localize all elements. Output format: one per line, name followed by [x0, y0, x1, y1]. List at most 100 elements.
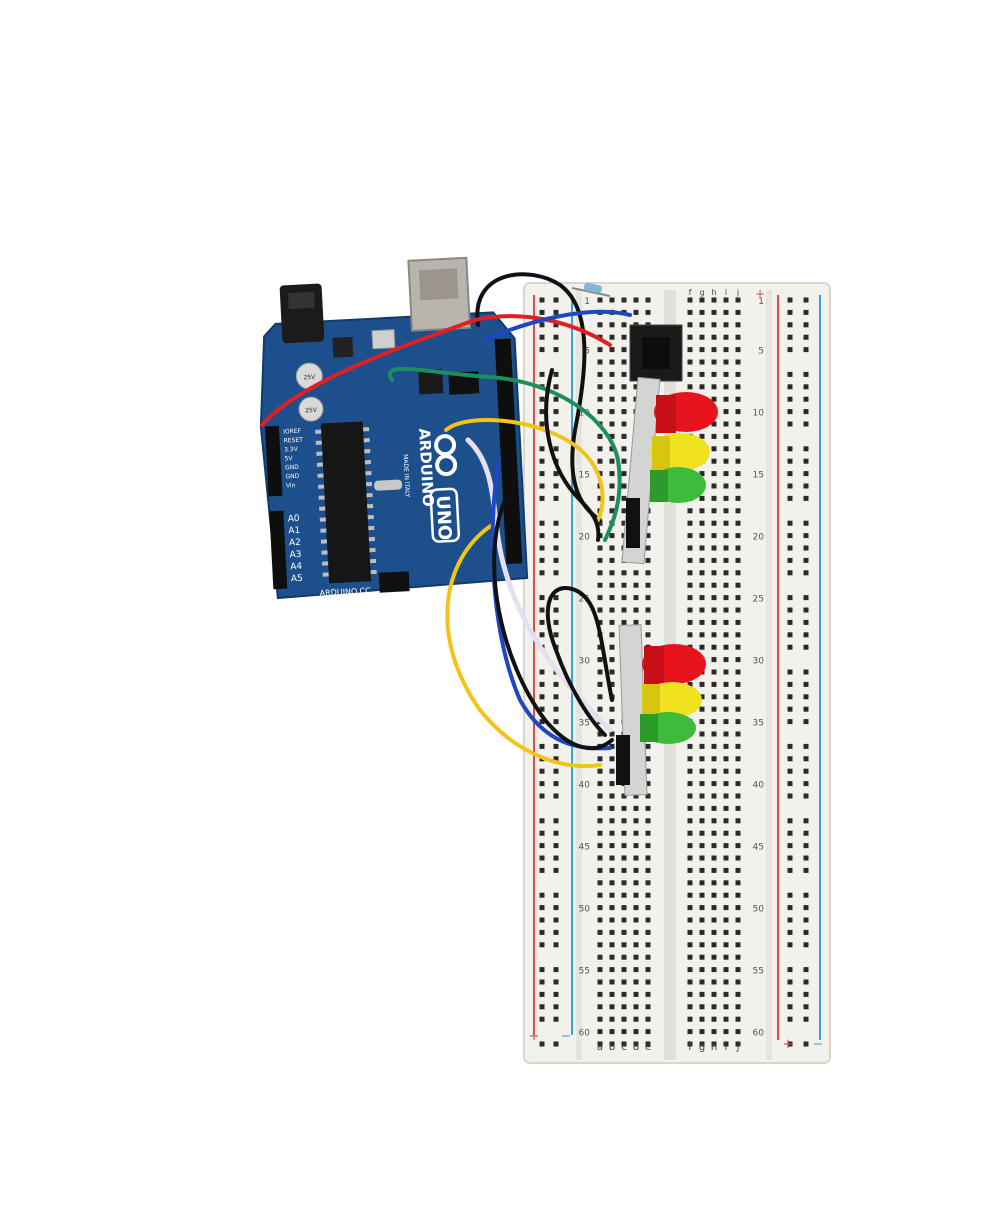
rail-hole [553, 471, 559, 477]
breadboard-hole [621, 793, 627, 799]
breadboard-hole [633, 1016, 639, 1022]
breadboard-hole [735, 694, 741, 700]
rail-hole [787, 706, 793, 712]
breadboard-hole [711, 743, 717, 749]
breadboard-hole [699, 607, 705, 613]
rail-hole [553, 905, 559, 911]
resistor-icon [571, 282, 611, 297]
breadboard-hole [687, 929, 693, 935]
breadboard-hole [699, 681, 705, 687]
breadboard-hole [711, 309, 717, 315]
breadboard-hole [723, 756, 729, 762]
breadboard-hole [597, 545, 603, 551]
breadboard-hole [699, 979, 705, 985]
rail-hole [787, 991, 793, 997]
breadboard-hole [645, 917, 651, 923]
breadboard-hole [633, 607, 639, 613]
column-letter: i [725, 288, 727, 297]
rail-hole [803, 818, 809, 824]
breadboard-hole [597, 669, 603, 675]
wire-yellow-top [444, 418, 605, 522]
breadboard-hole [621, 805, 627, 811]
rail-hole [553, 557, 559, 563]
plus-sign-top-right: + [755, 287, 765, 301]
breadboard-hole [609, 781, 615, 787]
rail-hole [787, 942, 793, 948]
breadboard-hole [609, 632, 615, 638]
breadboard-hole [711, 632, 717, 638]
arduino-brand-text: ARDUINO [415, 428, 437, 508]
breadboard-hole [723, 545, 729, 551]
rail-hole [553, 768, 559, 774]
rail-hole [553, 867, 559, 873]
breadboard-hole [645, 793, 651, 799]
breadboard-hole [609, 1041, 615, 1047]
breadboard-hole [609, 409, 615, 415]
breadboard-hole [633, 942, 639, 948]
rail-hole [787, 371, 793, 377]
breadboard-hole [723, 818, 729, 824]
rail-hole [803, 557, 809, 563]
rail-hole [553, 942, 559, 948]
breadboard-hole [609, 731, 615, 737]
breadboard-hole [711, 793, 717, 799]
breadboard-hole [645, 570, 651, 576]
breadboard-hole [597, 991, 603, 997]
rail-hole [539, 495, 545, 501]
rail-hole [553, 322, 559, 328]
breadboard-hole [609, 1029, 615, 1035]
traffic-module-bottom-header [616, 735, 630, 785]
rail-hole [787, 967, 793, 973]
breadboard-hole [723, 830, 729, 836]
rail-hole [787, 533, 793, 539]
breadboard-hole [609, 743, 615, 749]
breadboard-hole [699, 297, 705, 303]
breadboard-hole [711, 570, 717, 576]
analog-pin-label: A3 [289, 550, 301, 561]
breadboard-hole [597, 818, 603, 824]
breadboard-hole [735, 632, 741, 638]
breadboard-hole [723, 917, 729, 923]
row-number-label: 55 [579, 967, 590, 977]
breadboard-hole [723, 731, 729, 737]
breadboard-hole [609, 793, 615, 799]
breadboard-hole [609, 371, 615, 377]
wire-green [388, 366, 622, 542]
breadboard-hole [699, 719, 705, 725]
breadboard-hole [723, 793, 729, 799]
wire-yellow-bottom [445, 523, 602, 769]
breadboard-hole [609, 892, 615, 898]
rail-hole [539, 818, 545, 824]
minus-sign-right: − [813, 1037, 824, 1052]
breadboard-hole [597, 967, 603, 973]
breadboard-hole [711, 557, 717, 563]
breadboard-hole [609, 669, 615, 675]
breadboard-hole [609, 929, 615, 935]
breadboard-hole [711, 768, 717, 774]
rail-hole [539, 322, 545, 328]
breadboard-hole [633, 805, 639, 811]
rail-hole [539, 991, 545, 997]
row-number-label: 45 [579, 843, 590, 853]
breadboard-hole [723, 892, 729, 898]
breadboard-hole [723, 396, 729, 402]
rail-hole [539, 557, 545, 563]
breadboard-hole [597, 694, 603, 700]
breadboard-hole [621, 830, 627, 836]
breadboard-hole [597, 768, 603, 774]
traffic-module-top-header [626, 498, 640, 548]
breadboard-hole [609, 557, 615, 563]
breadboard-hole [723, 706, 729, 712]
breadboard-hole [711, 607, 717, 613]
breadboard-hole [621, 929, 627, 935]
breadboard-hole [609, 1004, 615, 1010]
breadboard-hole [609, 446, 615, 452]
breadboard-hole [609, 967, 615, 973]
breadboard-hole [735, 371, 741, 377]
breadboard-hole [609, 458, 615, 464]
breadboard-hole [711, 384, 717, 390]
breadboard-hole [723, 967, 729, 973]
breadboard-hole [621, 483, 627, 489]
